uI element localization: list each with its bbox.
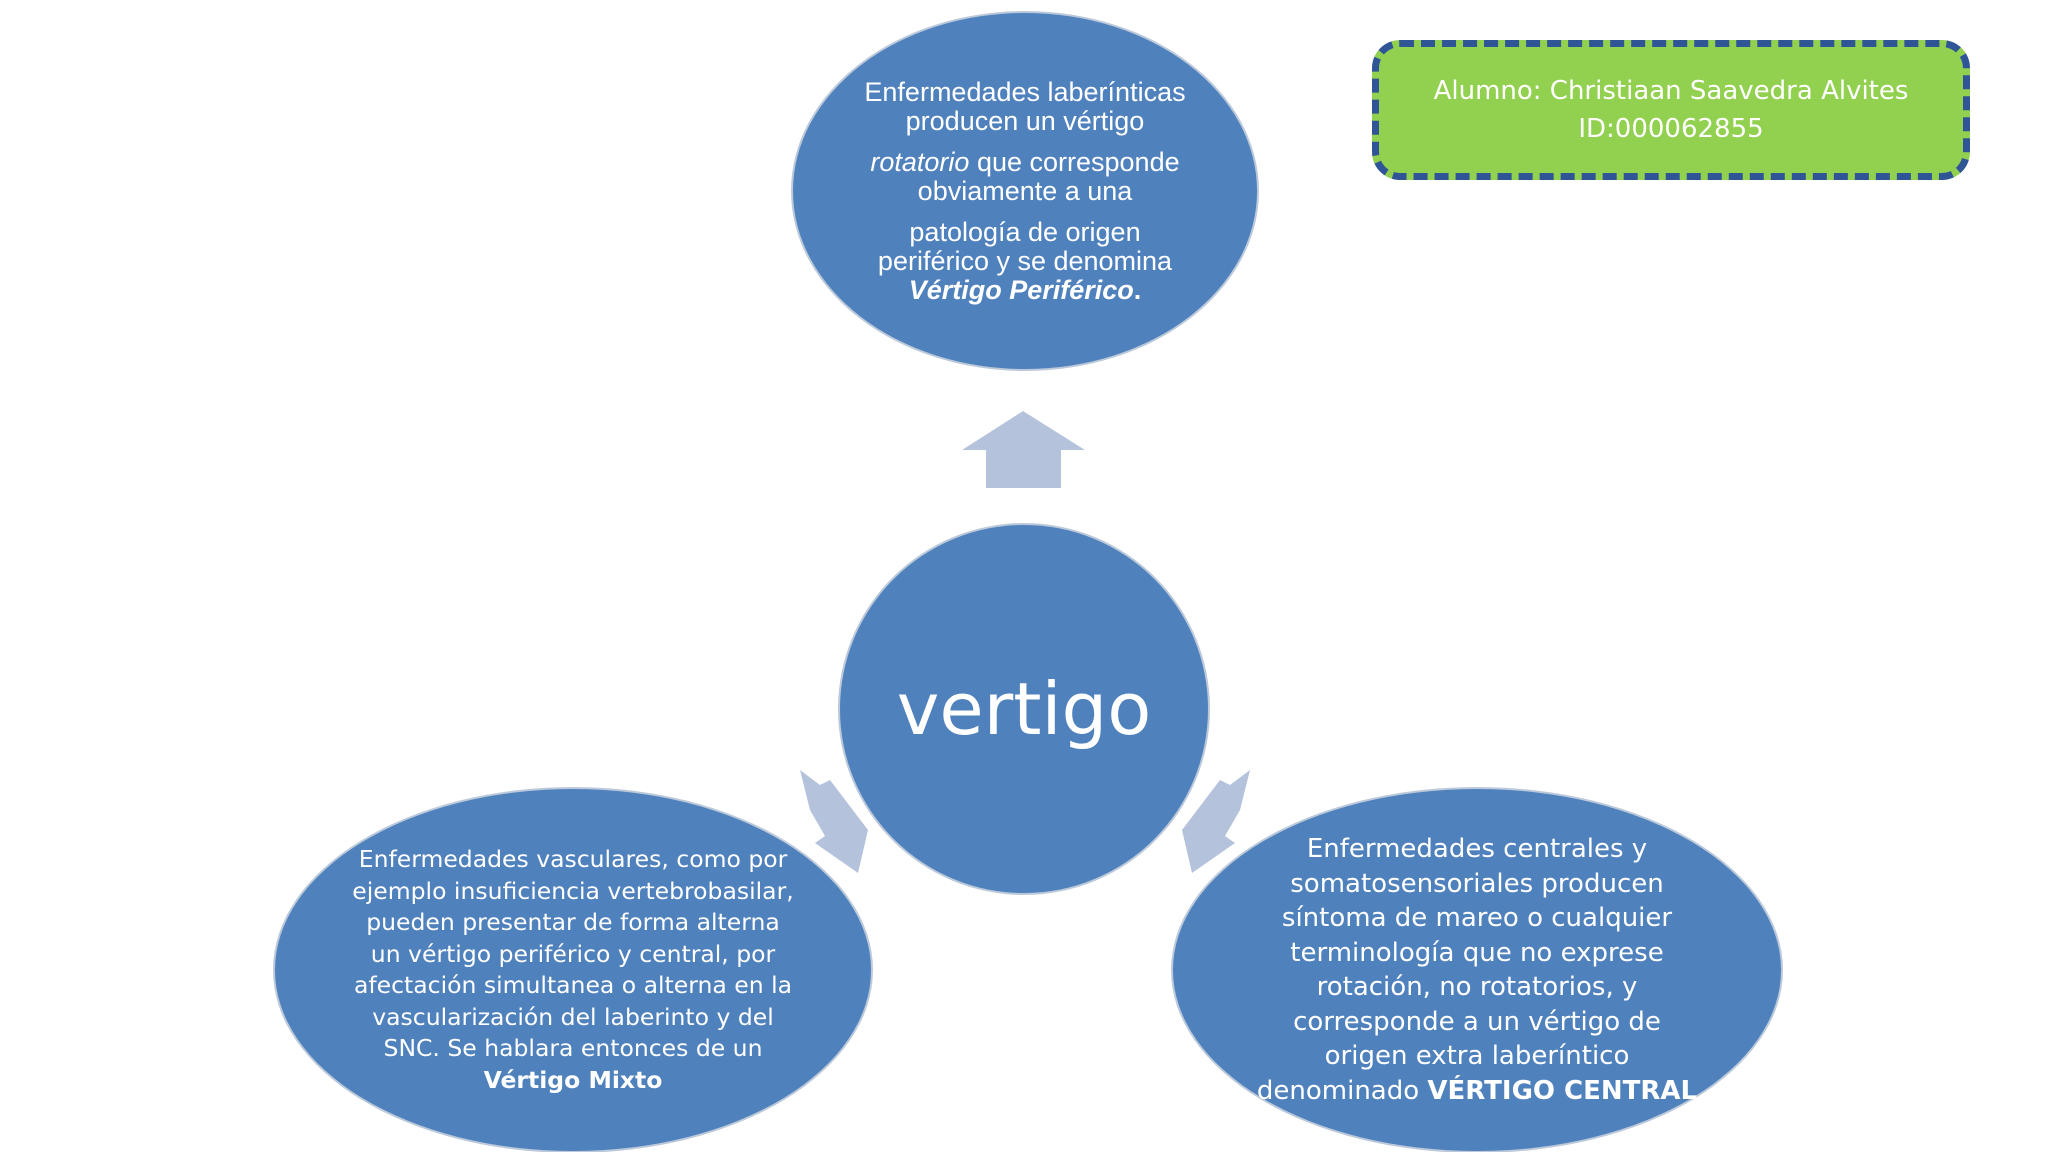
node-right-bold: VÉRTIGO CENTRAL — [1427, 1075, 1698, 1106]
node-left-bold: Vértigo Mixto — [483, 1065, 663, 1094]
node-left-body: Enfermedades vasculares, como por ejempl… — [352, 845, 794, 1062]
node-top-end: . — [1133, 274, 1142, 305]
node-top-text-2: rotatorio que corresponde obviamente a u… — [853, 146, 1197, 206]
node-mixed-vertigo: Enfermedades vasculares, como por ejempl… — [275, 789, 871, 1151]
arrow-down-right — [1182, 770, 1250, 873]
node-top-text-2-rest: que corresponde obviamente a una — [917, 146, 1180, 206]
node-top-text-3-main: patología de origen periférico y se deno… — [877, 216, 1173, 276]
arrow-up — [962, 411, 1085, 488]
center-label: vertigo — [896, 667, 1152, 751]
node-top-text-3: patología de origen periférico y se deno… — [853, 216, 1197, 305]
node-right-text: Enfermedades centrales y somatosensorial… — [1251, 832, 1703, 1108]
node-left-text: Enfermedades vasculares, como por ejempl… — [351, 844, 795, 1096]
node-top-bold: Vértigo Periférico — [908, 274, 1134, 305]
student-name: Alumno: Christiaan Saavedra Alvites — [1433, 76, 1909, 106]
node-right-body: Enfermedades centrales y somatosensorial… — [1256, 834, 1673, 1106]
student-id: ID:000062855 — [1578, 114, 1764, 144]
node-peripheral-vertigo: Enfermedades laberínticas producen un vé… — [793, 13, 1257, 369]
node-central-vertigo: Enfermedades centrales y somatosensorial… — [1173, 789, 1781, 1151]
student-info-box: Alumno: Christiaan Saavedra Alvites ID:0… — [1372, 40, 1970, 180]
arrow-down-left — [800, 770, 868, 873]
node-top-italic: rotatorio — [870, 146, 970, 177]
node-vertigo-center: vertigo — [840, 525, 1208, 893]
node-top-text-1: Enfermedades laberínticas producen un vé… — [864, 76, 1186, 136]
